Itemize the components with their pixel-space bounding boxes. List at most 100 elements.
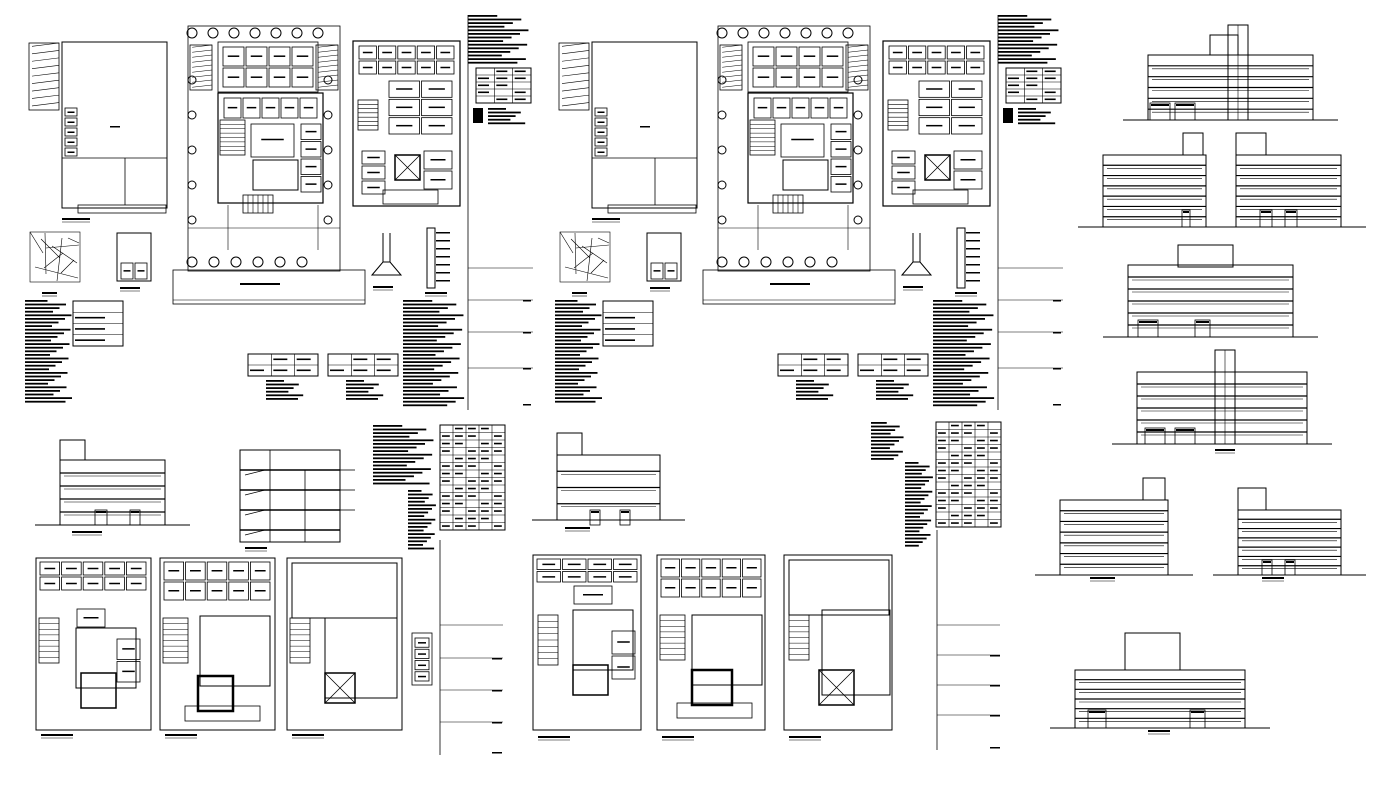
window-schedule [327, 353, 399, 377]
cell-text [442, 435, 450, 437]
cell-text [455, 525, 463, 527]
cell-text [376, 369, 391, 372]
column [426, 227, 436, 289]
general-notes [998, 15, 1059, 64]
roof-volume [1177, 244, 1234, 268]
room [752, 67, 775, 88]
room-label [303, 106, 314, 109]
stair-frame [315, 44, 339, 91]
note-line [468, 33, 520, 35]
note-line [933, 400, 986, 403]
note-line [796, 383, 829, 386]
plan-sheet [25, 15, 533, 755]
tree [296, 256, 308, 268]
title-bar [165, 734, 197, 736]
assembly-hall [199, 615, 271, 687]
cell-text [951, 439, 959, 442]
stair-tread [318, 54, 339, 58]
note-line [408, 508, 432, 510]
note-line [403, 364, 443, 367]
map-frame [559, 231, 611, 283]
tree [800, 27, 812, 39]
note-line [555, 343, 600, 345]
room [126, 561, 147, 576]
note-line [555, 336, 588, 338]
tree [323, 180, 333, 190]
note-line [468, 36, 512, 39]
note-line [25, 307, 60, 309]
column-note [966, 232, 980, 234]
note-line [933, 339, 967, 342]
lower-plan-title [292, 734, 324, 739]
door-lintel [131, 511, 139, 513]
room [261, 97, 280, 119]
door-schedule-notes [796, 380, 834, 400]
room-label [305, 130, 317, 133]
cell-text [481, 510, 489, 512]
note-line [373, 435, 410, 438]
specification-notes [25, 300, 72, 403]
note-line [998, 58, 1056, 60]
note-line [876, 390, 899, 393]
notes-lines [488, 108, 526, 125]
room [228, 561, 249, 581]
room-label [826, 76, 839, 78]
door-lintel [1183, 211, 1189, 213]
upper-rooms [752, 46, 844, 88]
note-line [1018, 111, 1051, 114]
room [397, 60, 416, 75]
spiral-stair-left [558, 42, 590, 111]
cell-text [803, 358, 818, 361]
title-bar [650, 287, 670, 289]
room [660, 558, 680, 578]
room-label [430, 179, 446, 181]
room-label [746, 567, 757, 569]
tree [186, 27, 198, 39]
cell-text [964, 477, 972, 479]
map-street [590, 259, 605, 274]
room-label [227, 76, 240, 78]
stair-tread [848, 74, 869, 78]
room [222, 46, 245, 67]
room-label [826, 55, 839, 57]
window-schedule-notes [346, 380, 384, 400]
legend-table [602, 300, 654, 347]
note-line [408, 544, 423, 546]
cell-text [951, 484, 959, 487]
parking-bays [536, 558, 638, 583]
room [951, 98, 983, 117]
cell-text [353, 358, 368, 361]
room [206, 561, 228, 581]
upper-plan-foot [382, 189, 439, 205]
lower-floor-plan [35, 557, 152, 731]
tree [187, 75, 197, 85]
column-note [436, 232, 450, 234]
note-line [25, 382, 48, 385]
room [300, 141, 322, 158]
cell-text [1008, 91, 1019, 94]
lower-plan-title [41, 734, 73, 739]
window-schedule [857, 353, 929, 377]
note-line [555, 386, 597, 389]
tree [323, 145, 333, 155]
room-label [83, 617, 99, 619]
room [61, 576, 82, 591]
stage [690, 668, 734, 707]
title-bar [789, 736, 821, 738]
note-line [905, 537, 927, 540]
note-line [555, 354, 580, 356]
note-line [933, 372, 989, 374]
note-line [403, 354, 436, 356]
upper-stair [357, 99, 379, 131]
stair-tread [31, 79, 60, 84]
note-line [266, 387, 294, 389]
construction-notes [373, 425, 434, 485]
cell-text [494, 450, 502, 452]
note-line [346, 394, 384, 397]
floor-plan-outline [217, 92, 324, 204]
cell-text [468, 487, 476, 490]
note-line [905, 541, 923, 543]
note-line [25, 336, 58, 338]
roof-area [291, 562, 398, 619]
cell-text [938, 447, 946, 449]
